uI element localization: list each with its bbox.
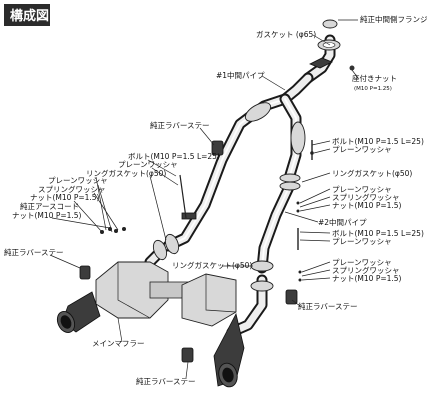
label-bolt-right2: ボルト(M10 P=1.5 L=25) bbox=[332, 229, 424, 238]
label-nut-l1: ナット(M10 P=1.5) bbox=[30, 193, 100, 202]
label-ring-gasket-r: リングガスケット(φ50) bbox=[332, 168, 412, 178]
title-badge: 構成図 bbox=[4, 4, 50, 26]
label-rubber-stay-bottom: 純正ラバーステー bbox=[136, 376, 196, 386]
tail-pipes bbox=[56, 291, 245, 388]
label-plain-washer-r1: プレーンワッシャ bbox=[332, 145, 392, 154]
label-rubber-stay-right: 純正ラバーステー bbox=[298, 301, 358, 311]
label-plain-washer-left: プレーンワッシャ bbox=[118, 160, 178, 169]
label-gasket: ガスケット (φ65) bbox=[256, 29, 316, 39]
right-junction-flanges bbox=[279, 140, 314, 213]
label-zatsuki-nut-spec: (M10 P=1.25) bbox=[354, 86, 392, 92]
title-text: 構成図 bbox=[10, 8, 49, 24]
callout-labels: 純正中間側フランジ ガスケット (φ65) 座付きナット (M10 P=1.25… bbox=[4, 14, 428, 386]
left-flange bbox=[100, 174, 197, 261]
label-nut-r2: ナット(M10 P=1.5) bbox=[332, 274, 402, 283]
top-flange bbox=[309, 19, 355, 71]
label-ring-gasket-mid: リングガスケット(φ50) bbox=[172, 260, 252, 270]
label-zatsuki-nut: 座付きナット bbox=[352, 73, 397, 83]
label-plain-washer-r4: プレーンワッシャ bbox=[332, 258, 392, 267]
main-muffler bbox=[95, 261, 237, 327]
label-nut-l2: ナット(M10 P=1.5) bbox=[12, 211, 82, 220]
leader-lines bbox=[49, 19, 359, 379]
label-spring-washer-r2: スプリングワッシャ bbox=[332, 265, 400, 275]
label-junsei-flange: 純正中間側フランジ bbox=[360, 14, 428, 24]
label-plain-washer-r3: プレーンワッシャ bbox=[332, 237, 392, 246]
label-main-muffler: メインマフラー bbox=[92, 339, 145, 348]
label-nut-r1: ナット(M10 P=1.5) bbox=[332, 201, 402, 210]
label-bolt-right1: ボルト(M10 P=1.5 L=25) bbox=[332, 137, 424, 146]
label-plain-washer-r2: プレーンワッシャ bbox=[332, 185, 392, 194]
label-plain-washer-l2: プレーンワッシャ bbox=[48, 176, 108, 185]
resonator-pieces bbox=[244, 102, 306, 155]
label-spring-washer-l: スプリングワッシャ bbox=[38, 184, 106, 194]
label-rubber-stay-left: 純正ラバーステー bbox=[4, 247, 64, 257]
label-spring-washer-r1: スプリングワッシャ bbox=[332, 192, 400, 202]
rubber-stays bbox=[79, 140, 298, 363]
label-rubber-stay-top: 純正ラバーステー bbox=[150, 120, 210, 130]
label-earth-cord: 純正アースコード bbox=[20, 201, 79, 211]
label-no2-pipe: #2中間パイプ bbox=[318, 217, 367, 227]
label-ring-gasket-left: リングガスケット(φ50) bbox=[86, 168, 166, 178]
label-bolt-left: ボルト(M10 P=1.5 L=25) bbox=[128, 152, 220, 161]
label-no1-pipe: #1中間パイプ bbox=[216, 70, 265, 80]
